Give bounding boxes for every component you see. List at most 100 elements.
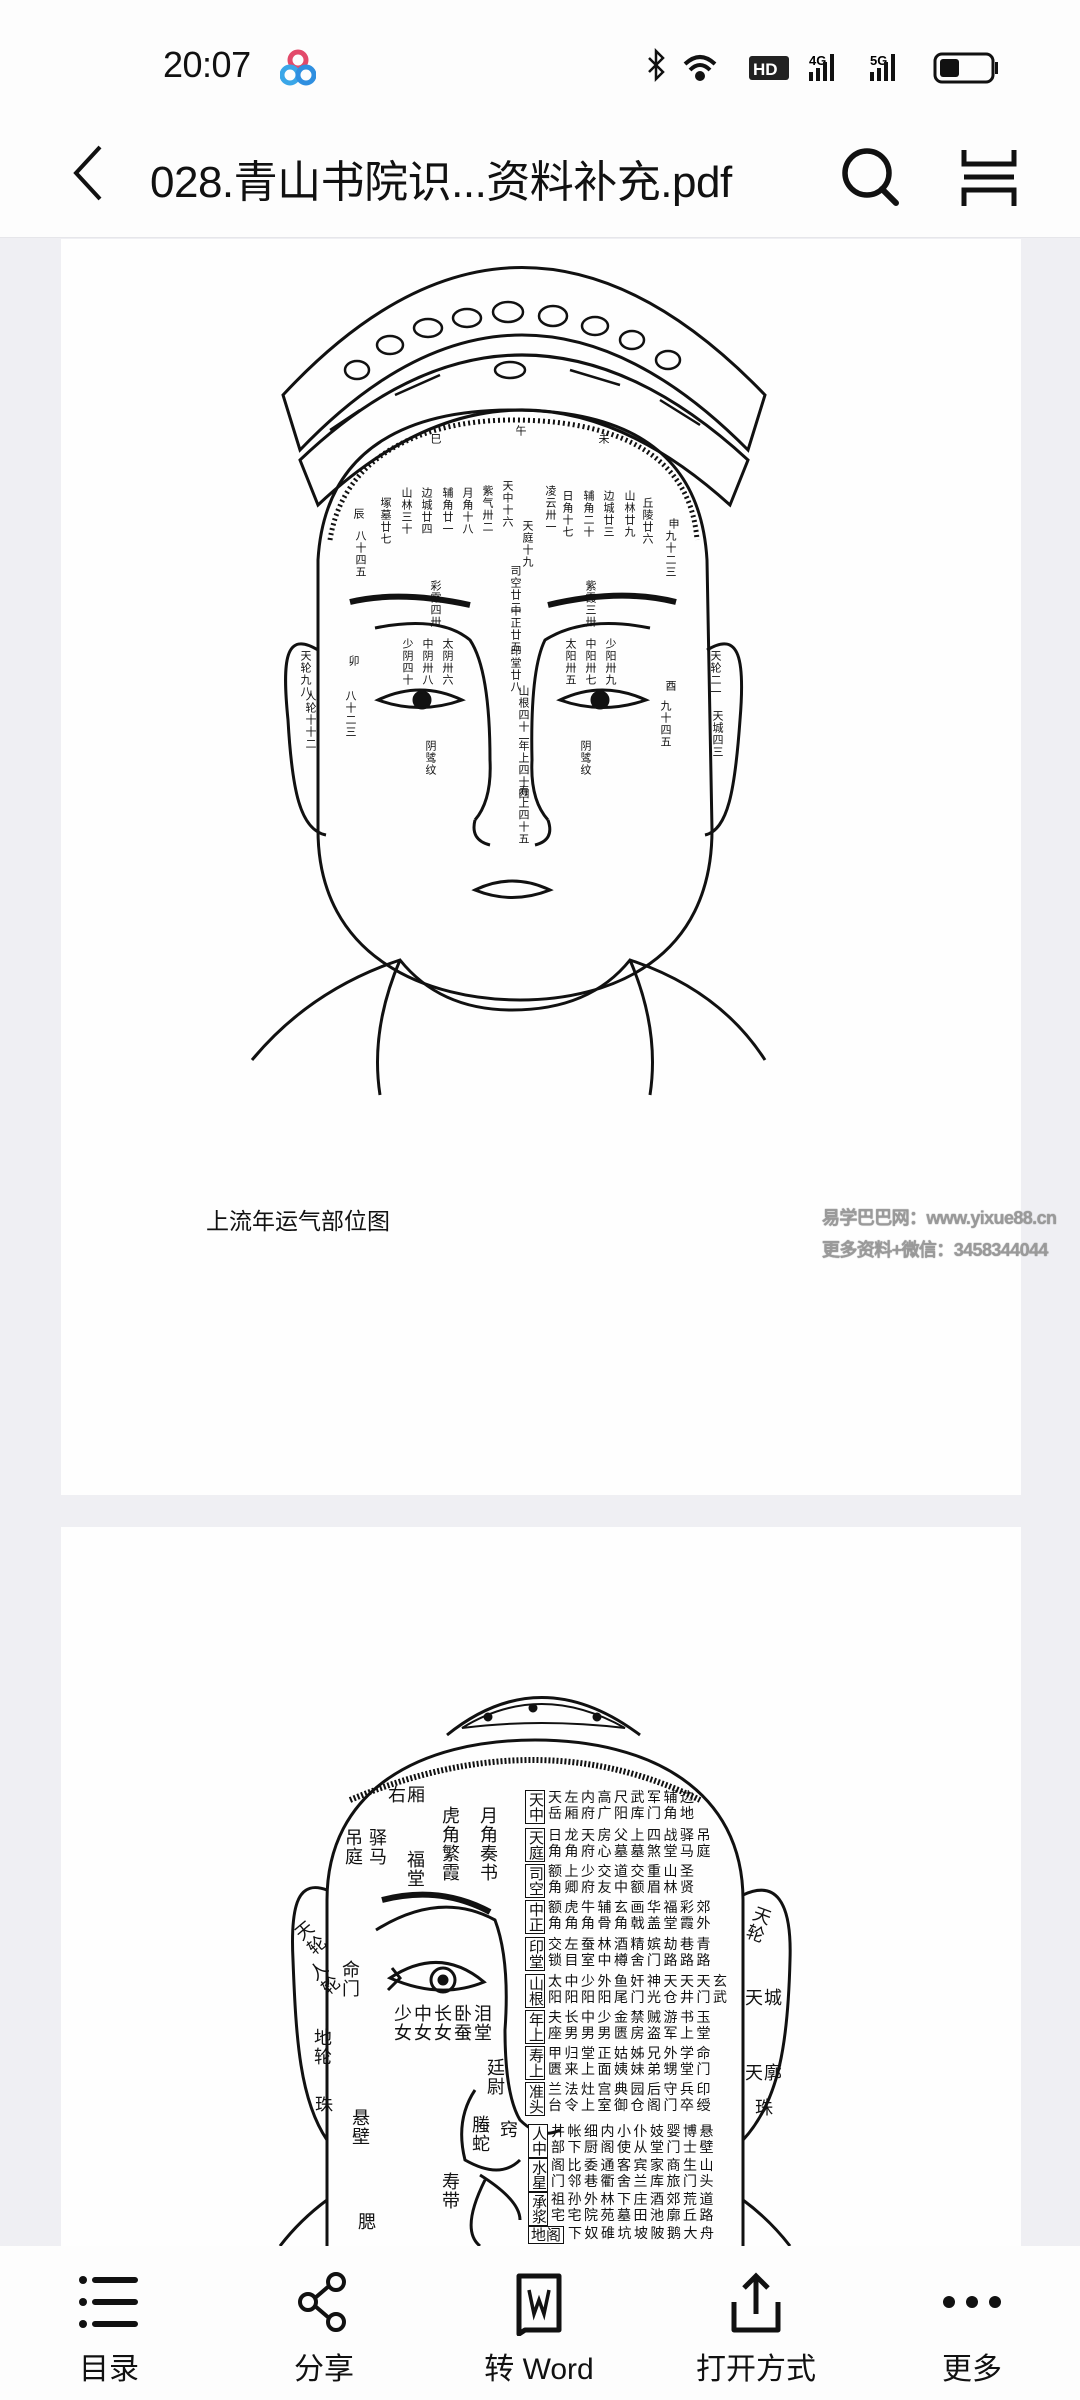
word-convert-icon	[516, 2273, 562, 2336]
face-label: 中阴卅八	[421, 638, 434, 686]
more-button[interactable]: 更多	[882, 2246, 1062, 2400]
open-with-label: 打开方式	[696, 2353, 816, 2386]
net1-label: 4G	[809, 53, 826, 68]
face-label: 阴骘纹	[579, 740, 592, 776]
face-label: 辅角二十	[582, 490, 595, 538]
palace-items-bottom: 阳阳阳阳尾门光仓井门武	[548, 1990, 730, 2006]
face-label: 卯	[347, 655, 360, 667]
more-label: 更多	[942, 2353, 1002, 2386]
face-label: 司空廿二	[509, 565, 522, 613]
more-icon	[943, 2296, 1001, 2308]
face-label: 太阴卅六	[441, 638, 454, 686]
palace-items-top: 额虎牛辅玄画华福彩郊	[548, 1900, 713, 1916]
face-label: 辰	[352, 508, 365, 520]
palace-key: 地阁	[528, 2226, 564, 2244]
palace-key: 寿上	[525, 2046, 545, 2080]
face-region-label: 珠	[752, 2098, 773, 2117]
face-label: 天城四三	[711, 710, 724, 758]
face-region-label: 地轮	[311, 2028, 332, 2066]
face-region-label: 长女	[431, 2004, 452, 2042]
hd-volte-icon: HD	[749, 56, 789, 80]
face-region-label: 天廓	[745, 2063, 783, 2084]
face-label: 太阳卅五	[564, 638, 577, 686]
watermark-line-2: 更多资料+微信：3458344044	[822, 1240, 1048, 1260]
face-region-label: 寿带	[439, 2172, 460, 2210]
palace-items: 夫长中少金禁贼游书玉座男男男匮房盗军上堂	[548, 2010, 713, 2042]
toc-button[interactable]: 目录	[19, 2246, 199, 2400]
4g-signal-icon: 4G	[809, 53, 834, 81]
open-with-icon	[731, 2272, 781, 2333]
palace-key: 承浆	[528, 2192, 548, 2226]
palace-items-top: 交左蚕林酒精嫔劫巷青	[548, 1937, 713, 1953]
face-label: 天庭十九	[521, 520, 534, 568]
palace-key: 中正	[525, 1900, 545, 1934]
face-label: 边城廿四	[420, 487, 433, 535]
face-region-label: 腮	[355, 2212, 376, 2231]
face-label: 少阴四十	[401, 638, 414, 686]
face-label: 塚墓廿七	[379, 497, 392, 545]
palace-items-top: 日龙天房父上四战驿吊	[548, 1828, 713, 1844]
face-label: 午	[514, 425, 527, 437]
palace-items: 兰法灶宫典园后守兵印台令上室御仓阁门卒绶	[548, 2082, 713, 2114]
face-label: 凌云卅一	[544, 485, 557, 533]
palace-key: 天庭	[525, 1828, 545, 1862]
palace-items: 交左蚕林酒精嫔劫巷青锁目室中樽舍门路路路	[548, 1937, 713, 1969]
palace-items: 下奴碓坑坡陂鹅大舟	[568, 2226, 717, 2242]
palace-items-bottom: 角角角骨角戟盖堂霞外	[548, 1916, 713, 1932]
palace-items-top: 额上少交道交重山圣	[548, 1864, 697, 1880]
face-region-label: 吊庭	[342, 1828, 363, 1866]
face-label: 山林三十	[400, 487, 413, 535]
search-icon[interactable]	[838, 145, 902, 209]
face-label: 年上四十四	[517, 740, 530, 800]
face-region-label: 福堂	[404, 1850, 425, 1888]
face-label: 申	[667, 518, 680, 530]
palace-items-bottom: 匮来上面姨妹弟甥堂门	[548, 2062, 713, 2078]
convert-word-button[interactable]: 转 Word	[449, 2246, 629, 2400]
palace-key: 天中	[525, 1790, 545, 1824]
wifi-icon	[683, 55, 717, 81]
face-label: 九十二三	[664, 530, 677, 578]
face-label: 边城廿三	[602, 490, 615, 538]
face-region-label: 卧蚕	[451, 2004, 472, 2042]
palace-items: 额上少交道交重山圣角卿府友中额眉林贤	[548, 1864, 697, 1896]
5g-signal-icon: 5G	[870, 53, 895, 81]
palace-items-bottom: 锁目室中樽舍门路路路	[548, 1953, 713, 1969]
face-label: 九十四五	[659, 700, 672, 748]
palace-items: 天左内高尺武军辅边岳厢府广阳库门角地	[548, 1790, 697, 1822]
face-label: 辅角廿一	[441, 487, 454, 535]
convert-word-label: 转 Word	[484, 2353, 594, 2386]
palace-items-top: 兰法灶宫典园后守兵印	[548, 2082, 713, 2098]
face-label: 巳	[429, 433, 442, 445]
share-icon	[298, 2272, 346, 2332]
face-region-label: 中女	[411, 2004, 432, 2042]
palace-items: 井帐细内小仆妓婴博悬部下厨阁使从堂门士壁	[551, 2124, 716, 2156]
palace-items-bottom: 门邻巷衢舍兰库旅门头	[551, 2174, 716, 2190]
open-with-button[interactable]: 打开方式	[666, 2246, 846, 2400]
face-region-label: 右厢	[388, 1785, 426, 1806]
face-label: 山根四十一	[517, 685, 530, 745]
chevron-left-icon[interactable]	[64, 142, 114, 204]
reading-mode-icon[interactable]	[958, 148, 1020, 208]
palace-items: 太中少外鱼奸神天天天玄阳阳阳阳尾门光仓井门武	[548, 1974, 730, 2006]
palace-key: 年上	[525, 2010, 545, 2044]
status-bar: 20:07 HD 4G 5G	[0, 0, 1080, 120]
face-region-label: 悬壁	[349, 2108, 370, 2146]
palace-items-bottom: 宅宅院苑墓田池廓丘路	[551, 2208, 716, 2224]
document-title: 028.青山书院识...资料补充.pdf	[150, 158, 732, 207]
net2-label: 5G	[870, 53, 887, 68]
face-label: 寿上四十五	[517, 785, 530, 845]
pdf-page-1[interactable]	[61, 239, 1021, 1495]
palace-key: 准头	[525, 2082, 545, 2116]
palace-items: 额虎牛辅玄画华福彩郊角角角骨角戟盖堂霞外	[548, 1900, 713, 1932]
palace-items-bottom: 座男男男匮房盗军上堂	[548, 2026, 713, 2042]
face-label: 天轮二一	[709, 650, 722, 698]
palace-key: 印堂	[525, 1937, 545, 1971]
watermark-line-1: 易学巴巴网：www.yixue88.cn	[822, 1208, 1057, 1228]
face-label: 人轮十十二	[304, 690, 317, 750]
battery-icon	[933, 52, 998, 84]
face-label: 八十四五	[354, 530, 367, 578]
face-region-label: 虎角繁霞	[439, 1806, 460, 1882]
palace-items-top: 井帐细内小仆妓婴博悬	[551, 2124, 716, 2140]
share-button[interactable]: 分享	[234, 2246, 414, 2400]
palace-items-bottom: 部下厨阁使从堂门士壁	[551, 2140, 716, 2156]
